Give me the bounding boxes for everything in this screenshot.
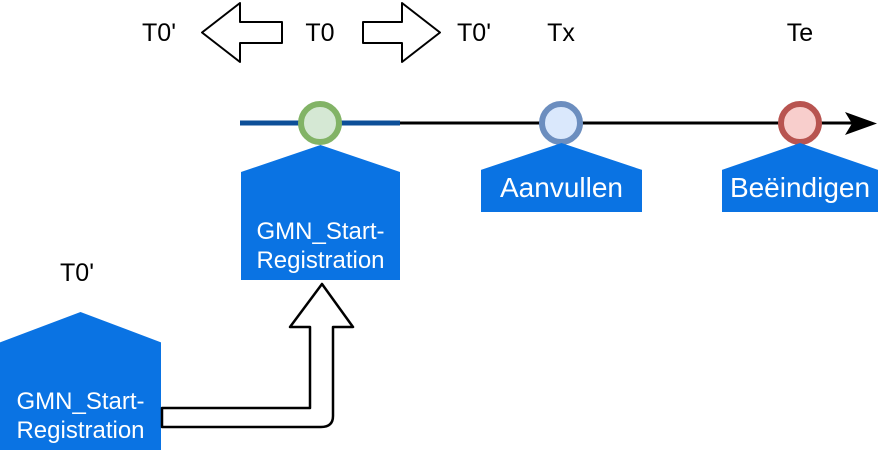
label-te: Te: [786, 19, 814, 47]
blue-milestone-circle: [539, 101, 583, 145]
red-milestone-circle: [778, 101, 822, 145]
label-t0: T0: [305, 19, 335, 47]
right-block-arrow-icon: [362, 2, 441, 63]
callout-gmn-top-line1: GMN_Start-: [256, 218, 385, 245]
label-t0-prime-left: T0': [142, 19, 176, 47]
callout-aanvullen-label: Aanvullen: [500, 172, 623, 203]
green-milestone-circle: [298, 101, 342, 145]
callout-gmn-bottom-text: GMN_Start- Registration: [16, 387, 144, 450]
callout-gmn-bottom-line2: Registration: [16, 417, 145, 444]
arrowhead-icon: [845, 112, 877, 135]
label-t0-prime-bottom: T0': [60, 259, 94, 287]
callout-gmn-bottom-line1: GMN_Start-: [16, 388, 145, 415]
label-t0-prime-right: T0': [457, 19, 491, 47]
callout-gmn-top-text: GMN_Start- Registration: [256, 217, 384, 280]
left-block-arrow-icon: [201, 2, 283, 63]
bent-up-arrow-icon: [160, 282, 355, 429]
callout-gmn-start-registration-bottom: GMN_Start- Registration: [0, 312, 161, 450]
callout-gmn-top-line2: Registration: [256, 247, 385, 274]
callout-gmn-start-registration-top: GMN_Start- Registration: [241, 145, 400, 280]
callout-beeindigen-label: Beëindigen: [729, 172, 871, 203]
label-tx: Tx: [547, 19, 575, 47]
